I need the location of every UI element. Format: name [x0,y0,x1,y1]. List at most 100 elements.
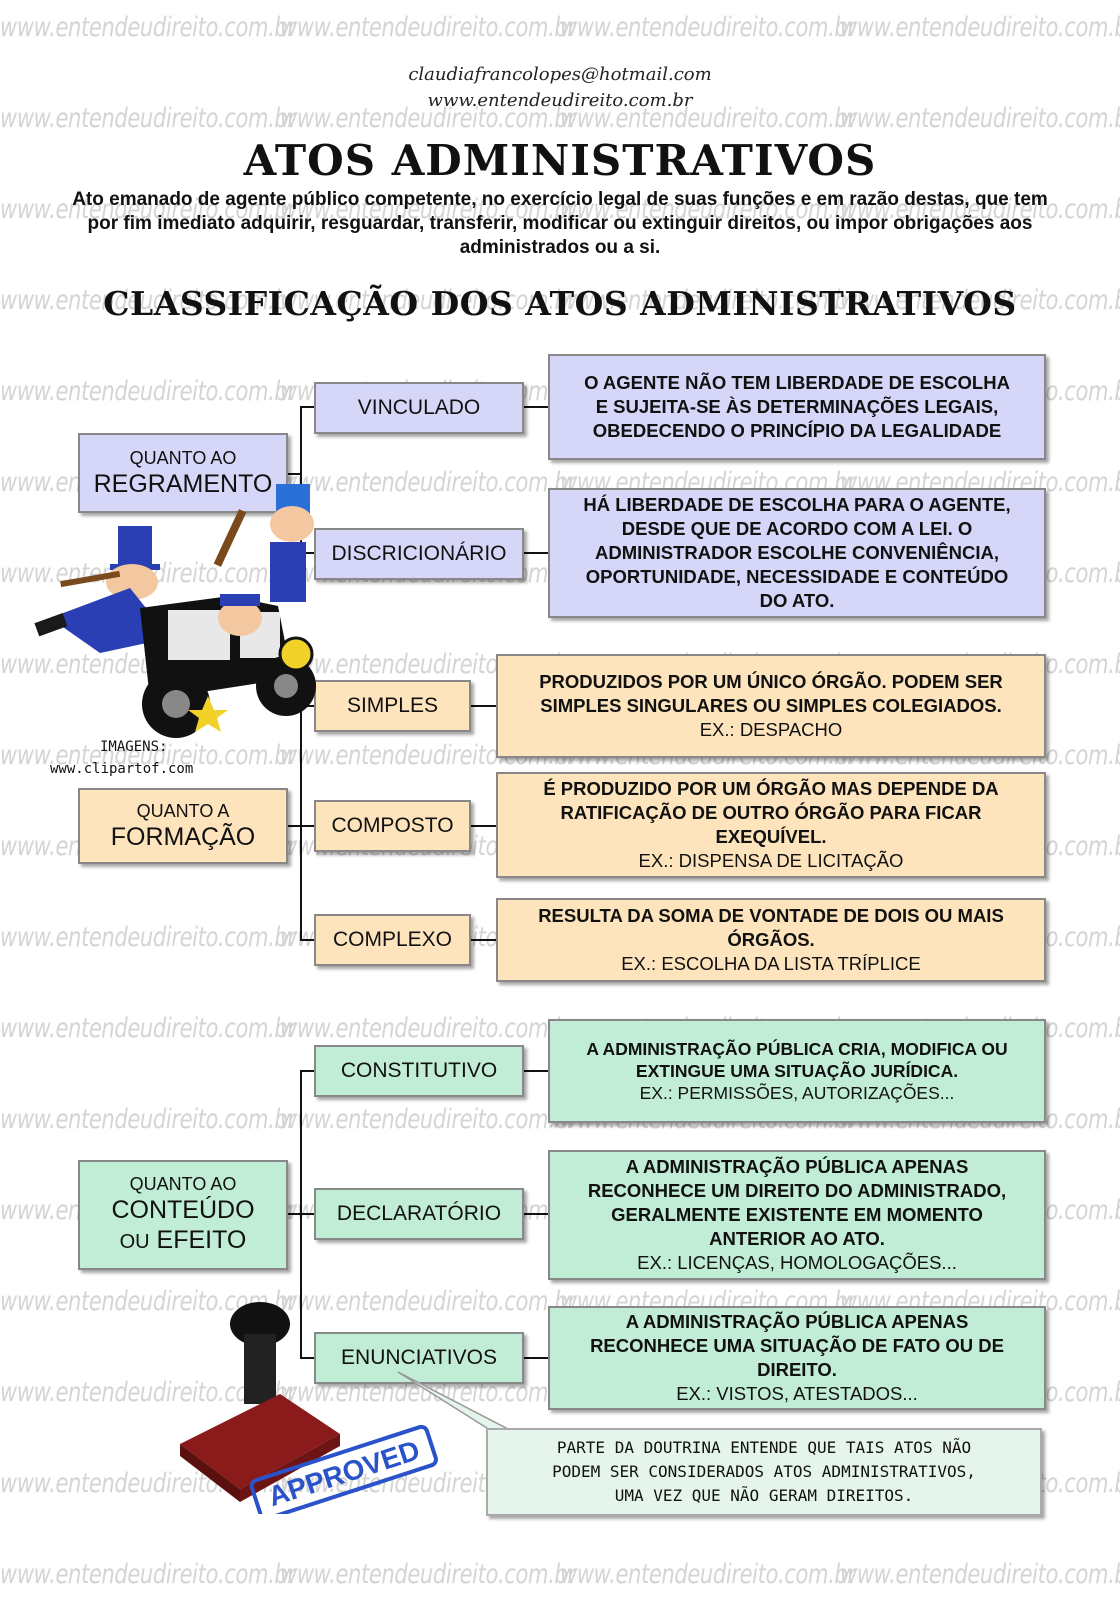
driver [218,594,262,636]
connector [300,406,302,554]
connector [300,1357,315,1359]
connector [522,1213,549,1215]
connector [522,552,549,554]
desc-line: A ADMINISTRAÇÃO PÚBLICA APENAS [625,1311,969,1332]
category-conjunction: OU [119,1231,150,1253]
approved-stamp-illustration: APPROVED [180,1302,438,1514]
desc-line: PRODUZIDOS POR UM ÚNICO ÓRGÃO. PODEM SER [539,671,1003,692]
desc-line: A ADMINISTRAÇÃO PÚBLICA APENAS [625,1156,969,1177]
watermark-text: www.entendeudireito.com.br [560,1559,856,1590]
connector [522,1070,549,1072]
desc-discricionario: HÁ LIBERDADE DE ESCOLHA PARA O AGENTE, D… [548,488,1046,618]
connector [287,1213,301,1215]
desc-line: RECONHECE UMA SITUAÇÃO DE FATO OU DE [590,1335,1004,1356]
image-credit-label: IMAGENS: [100,739,168,755]
type-declaratorio: DECLARATÓRIO [314,1188,524,1240]
category-name: REGRAMENTO [93,470,273,498]
watermark-text: www.entendeudireito.com.br [840,1559,1120,1590]
category-name: FORMAÇÃO [110,823,256,851]
type-composto: COMPOSTO [314,800,471,852]
desc-line: EXTINGUE UMA SITUAÇÃO JURÍDICA. [635,1061,959,1081]
type-constitutivo: CONSTITUTIVO [314,1045,524,1097]
watermark-text: www.entendeudireito.com.br [280,1104,576,1135]
desc-enunciativos: A ADMINISTRAÇÃO PÚBLICA APENAS RECONHECE… [548,1306,1046,1410]
watermark-text: www.entendeudireito.com.br [0,376,296,407]
desc-line: EXEQUÍVEL. [715,826,827,847]
category-regramento: QUANTO AO REGRAMENTO [78,433,288,513]
desc-line: HÁ LIBERDADE DE ESCOLHA PARA O AGENTE, [583,494,1011,515]
desc-example: EX.: DISPENSA DE LICITAÇÃO [638,850,904,871]
definition-text: Ato emanado de agente público competente… [72,189,1048,258]
category-name-2: EFEITO [156,1226,247,1254]
watermark-text: www.entendeudireito.com.br [280,1559,576,1590]
desc-example: EX.: DESPACHO [699,719,843,740]
type-enunciativos: ENUNCIATIVOS [314,1332,524,1384]
desc-vinculado: O AGENTE NÃO TEM LIBERDADE DE ESCOLHA E … [548,354,1046,460]
classification-title: CLASSIFICAÇÃO DOS ATOS ADMINISTRATIVOS [103,284,1017,323]
watermark-text: www.entendeudireito.com.br [0,1559,296,1590]
desc-line: RECONHECE UM DIREITO DO ADMINISTRADO, [587,1180,1007,1201]
connector [300,406,315,408]
connector [522,406,549,408]
desc-line: GERALMENTE EXISTENTE EM MOMENTO [611,1204,983,1225]
watermark-text: www.entendeudireito.com.br [0,1013,296,1044]
standing-officer [213,484,314,602]
desc-line: E SUJEITA-SE ÀS DETERMINAÇÕES LEGAIS, [595,396,999,417]
desc-line: DESDE QUE DE ACORDO COM A LEI. O [621,518,973,539]
desc-line: ADMINISTRADOR ESCOLHE CONVENIÊNCIA, [595,542,999,563]
type-vinculado: VINCULADO [314,382,524,434]
watermark-text: www.entendeudireito.com.br [280,12,576,43]
desc-line: OBEDECENDO O PRINCÍPIO DA LEGALIDADE [592,420,1002,441]
desc-line: ÓRGÃOS. [727,929,815,950]
desc-composto: É PRODUZIDO POR UM ÓRGÃO MAS DEPENDE DA … [496,772,1046,878]
desc-line: RESULTA DA SOMA DE VONTADE DE DOIS OU MA… [538,905,1004,926]
connector [522,1357,549,1359]
watermark-text: www.entendeudireito.com.br [0,12,296,43]
connector [470,825,497,827]
connector [300,825,315,827]
image-credit-source: www.clipartof.com [50,761,194,777]
type-complexo: COMPLEXO [314,914,471,966]
police-car-illustration [34,484,316,738]
desc-complexo: RESULTA DA SOMA DE VONTADE DE DOIS OU MA… [496,898,1046,982]
image-credit: IMAGENS: www.clipartof.com [50,736,193,780]
watermark-text: www.entendeudireito.com.br [840,12,1120,43]
desc-example: EX.: LICENÇAS, HOMOLOGAÇÕES... [637,1252,957,1273]
desc-line: A ADMINISTRAÇÃO PÚBLICA CRIA, MODIFICA O… [586,1039,1008,1059]
connector [287,473,301,475]
desc-line: RATIFICAÇÃO DE OUTRO ÓRGÃO PARA FICAR [560,802,982,823]
watermark-text: www.entendeudireito.com.br [280,1013,576,1044]
category-formacao: QUANTO A FORMAÇÃO [78,788,288,864]
page-title: ATOS ADMINISTRATIVOS [243,136,877,185]
category-prefix: QUANTO AO [129,448,237,468]
watermark-text: www.entendeudireito.com.br [0,1104,296,1135]
connector [300,939,315,941]
flying-officer [34,526,170,653]
type-discricionario: DISCRICIONÁRIO [314,528,524,580]
desc-constitutivo: A ADMINISTRAÇÃO PÚBLICA CRIA, MODIFICA O… [548,1019,1046,1123]
category-conteudo: QUANTO AO CONTEÚDO OU EFEITO [78,1160,288,1270]
desc-line: OPORTUNIDADE, NECESSIDADE E CONTEÚDO [585,566,1009,587]
desc-example: EX.: VISTOS, ATESTADOS... [676,1383,918,1404]
note-line: PODEM SER CONSIDERADOS ATOS ADMINISTRATI… [552,1462,976,1481]
desc-line: O AGENTE NÃO TEM LIBERDADE DE ESCOLHA [584,372,1010,393]
desc-line: DIREITO. [757,1359,837,1380]
connector [300,552,315,554]
category-name: CONTEÚDO [111,1196,255,1224]
watermark-text: www.entendeudireito.com.br [0,922,296,953]
connector [300,1070,315,1072]
category-prefix: QUANTO AO [129,1174,237,1194]
desc-line: SIMPLES SINGULARES OU SIMPLES COLEGIADOS… [540,695,1002,716]
desc-line: DO ATO. [759,590,835,611]
connector [300,705,302,941]
note-box: PARTE DA DOUTRINA ENTENDE QUE TAIS ATOS … [486,1428,1042,1516]
desc-line: ANTERIOR AO ATO. [709,1228,885,1249]
contact-site: www.entendeudireito.com.br [427,90,693,111]
connector [470,939,497,941]
contact-email: claudiafrancolopes@hotmail.com [408,64,712,85]
connector [470,705,497,707]
desc-line: É PRODUZIDO POR UM ÓRGÃO MAS DEPENDE DA [543,778,999,799]
note-line: UMA VEZ QUE NÃO GERAM DIREITOS. [614,1486,914,1505]
category-prefix: QUANTO A [136,801,230,821]
desc-simples: PRODUZIDOS POR UM ÚNICO ÓRGÃO. PODEM SER… [496,654,1046,758]
